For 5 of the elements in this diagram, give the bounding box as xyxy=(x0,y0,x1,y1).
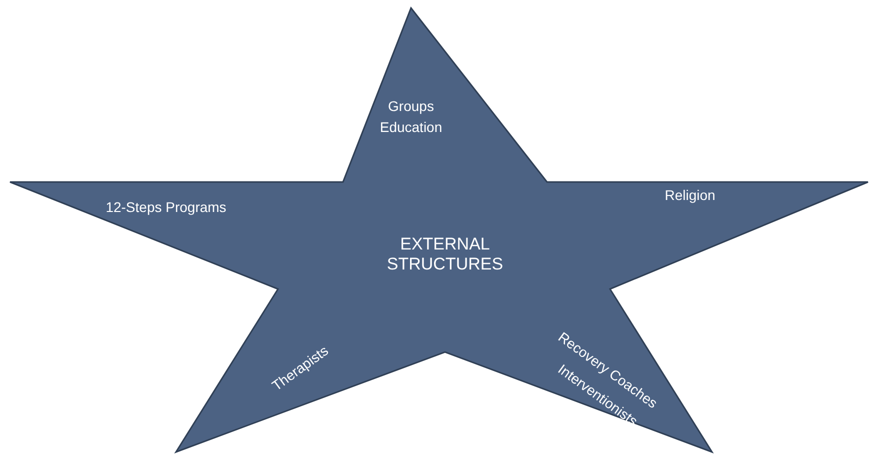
star-label: Religion xyxy=(664,186,716,204)
star-label: 12-Steps Programs xyxy=(106,198,226,216)
star-label: Groups xyxy=(388,98,434,114)
star-label: Education xyxy=(380,118,442,136)
star-label: EXTERNAL STRUCTURES xyxy=(386,234,504,274)
